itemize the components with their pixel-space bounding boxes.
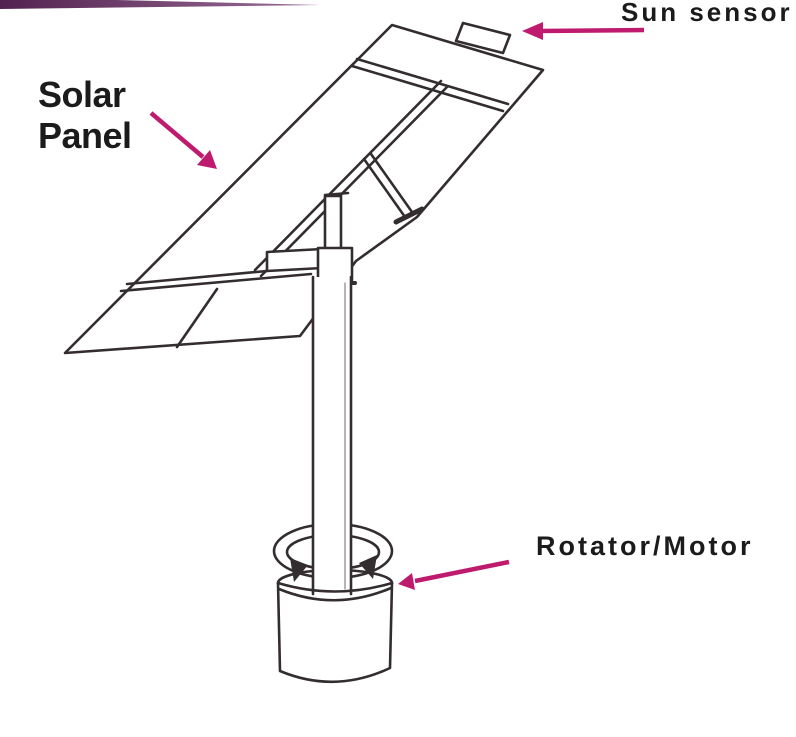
label-rotator-motor: Rotator/Motor	[536, 531, 754, 561]
rotation-arrowheads	[290, 555, 377, 582]
solar-panel-pointer-arrow	[149, 111, 217, 169]
rotator-pointer-arrow	[398, 559, 510, 590]
sun-sensor-pointer-arrow	[522, 22, 645, 40]
mast-drawing	[311, 275, 353, 596]
solar-panel-drawing	[63, 23, 545, 355]
label-sun-sensor: Sun sensor	[621, 0, 793, 27]
label-solar-panel: Solar Panel	[38, 74, 132, 156]
rotator-rim-drawing	[276, 581, 394, 602]
sun-sensor-drawing	[454, 21, 512, 55]
label-solar-panel-line1: Solar	[38, 74, 126, 115]
label-solar-panel-line2: Panel	[38, 115, 132, 156]
banner-wedge	[0, 0, 321, 9]
